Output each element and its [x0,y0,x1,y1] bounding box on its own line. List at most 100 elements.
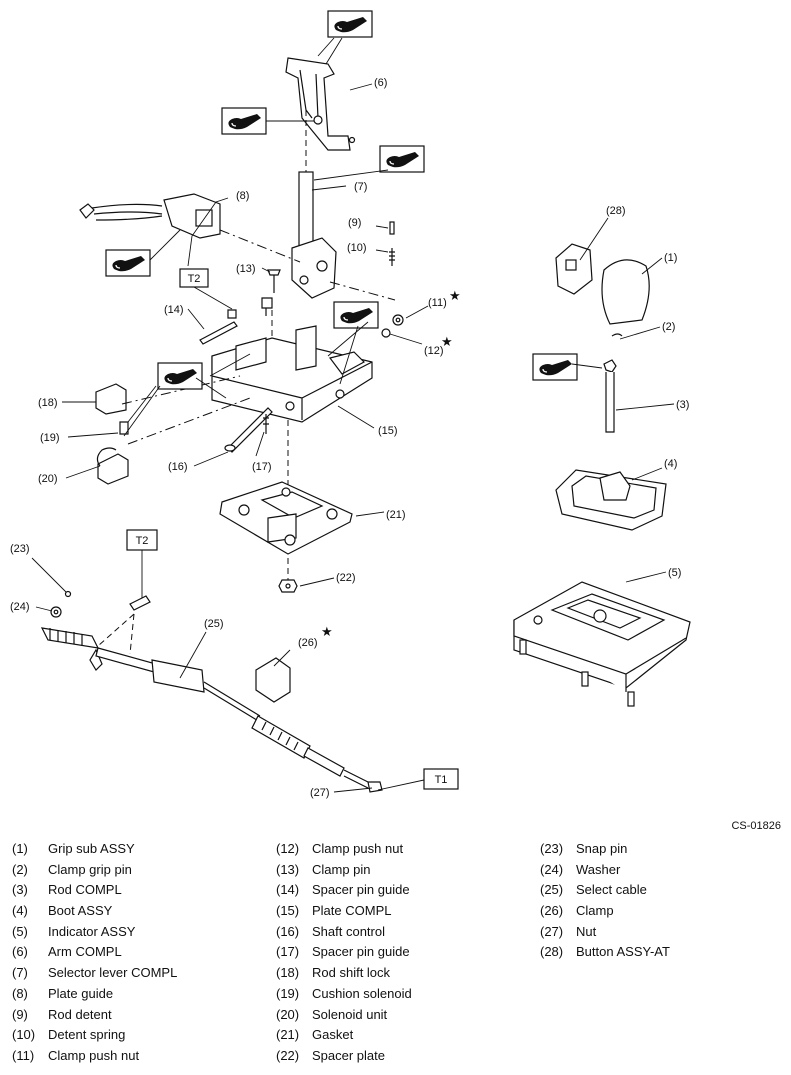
legend-part-name: Rod shift lock [312,965,391,981]
callout-label: (4) [664,458,677,470]
legend-number: (14) [276,882,300,898]
legend-part-name: Plate guide [48,985,114,1001]
legend-part-name: Arm COMPL [48,944,122,960]
callout-label: (18) [38,397,58,409]
legend-number: (27) [540,923,564,939]
callout-label: (27) [310,787,330,799]
callout-label: (12) [424,345,444,357]
callout-label: (26) [298,637,318,649]
legend-part-name: Selector lever COMPL [48,965,178,981]
legend-part-name: Snap pin [576,841,628,856]
callout-label: (19) [40,432,60,444]
legend-part-name: Clamp push nut [312,841,404,856]
legend-part-name: Washer [576,861,621,877]
legend-number: (24) [540,861,564,877]
callout-label: (21) [386,509,406,521]
part-small-hardware [199,221,404,345]
legend-number: (20) [276,1006,300,1022]
part-indicator-assy [513,581,691,707]
legend-part-name: Button ASSY-AT [576,944,670,960]
grease-icon [327,10,373,38]
legend-part-name: Clamp push nut [48,1047,140,1063]
legend-number: (7) [12,965,28,981]
legend-part-name: Rod COMPL [48,882,122,898]
star-mark: ★ [321,624,333,639]
parts-legend: (1)Grip sub ASSY (2)Clamp grip pin (3)Ro… [0,841,791,1075]
star-mark: ★ [441,334,453,349]
callout-label: (22) [336,572,356,584]
legend-part-name: Cushion solenoid [312,985,412,1001]
legend-number: (19) [276,985,300,1001]
legend-number: (6) [12,944,28,960]
legend-part-name: Select cable [576,882,647,898]
grease-icon [157,362,203,390]
legend-part-name: Clamp [576,903,614,919]
part-plate-compl [211,325,373,423]
callout-label: (13) [236,263,256,275]
part-shaft-and-solenoid [95,383,273,485]
legend-number: (28) [540,944,564,960]
callout-label: (6) [374,77,387,89]
legend-number: (10) [12,1027,36,1043]
legend-number: (4) [12,903,28,919]
part-button-assy [555,243,593,295]
callout-label: (15) [378,425,398,437]
part-gasket [219,481,353,555]
legend-part-name: Shaft control [312,923,385,939]
legend-number: (22) [276,1047,300,1063]
legend-part-name: Rod detent [48,1006,112,1022]
callout-label: (9) [348,217,361,229]
part-select-cable [40,590,383,793]
legend-part-name: Clamp grip pin [48,861,132,877]
callout-label: (24) [10,601,30,613]
star-mark: ★ [449,288,461,303]
legend-number: (9) [12,1006,28,1022]
part-plate-guide [79,193,221,239]
callout-label: (23) [10,543,30,555]
callout-labels: (1) (2) (3) (4) (5) (6) (7) (8) (9) (10)… [10,77,689,799]
legend-number: (1) [12,841,28,856]
legend-part-name: Detent spring [48,1027,126,1043]
star-marks: ★ ★ ★ [321,288,461,639]
grease-icon [105,249,151,277]
legend-part-name: Spacer plate [312,1047,385,1063]
part-grip-sub-assy [601,259,650,325]
callout-label: (8) [236,190,249,202]
callout-label: (5) [668,567,681,579]
legend-part-name: Spacer pin guide [312,882,410,898]
torque-label: T1 [435,774,448,786]
legend-part-name: Indicator ASSY [48,923,136,939]
leader-lines [31,37,675,793]
legend-part-name: Gasket [312,1027,354,1043]
callout-label: (2) [662,321,675,333]
legend-number: (25) [540,882,564,898]
callout-label: (25) [204,618,224,630]
callout-label: (7) [354,181,367,193]
legend-number: (18) [276,965,300,981]
legend-part-name: Nut [576,923,597,939]
legend-number: (3) [12,882,28,898]
part-arm-compl [285,57,356,151]
callout-label: (3) [676,399,689,411]
grease-icon [379,145,425,173]
legend-number: (5) [12,923,28,939]
legend-number: (21) [276,1027,300,1043]
torque-label: T2 [136,535,149,547]
part-boot-assy [555,469,667,531]
callout-label: (20) [38,473,58,485]
callout-label: (10) [347,242,367,254]
legend-part-name: Solenoid unit [312,1006,388,1022]
grease-icon [221,107,267,135]
legend-part-name: Spacer pin guide [312,944,410,960]
part-clamp-grip-pin-and-rod [603,333,623,433]
legend-number: (26) [540,903,564,919]
grease-icon [532,353,578,381]
legend-number: (8) [12,985,28,1001]
callout-label: (14) [164,304,184,316]
legend-part-name: Plate COMPL [312,903,392,919]
legend-number: (13) [276,861,300,877]
legend-number: (2) [12,861,28,877]
figure-code: CS-01826 [731,820,781,832]
legend-part-name: Boot ASSY [48,903,113,919]
legend-number: (15) [276,903,300,919]
